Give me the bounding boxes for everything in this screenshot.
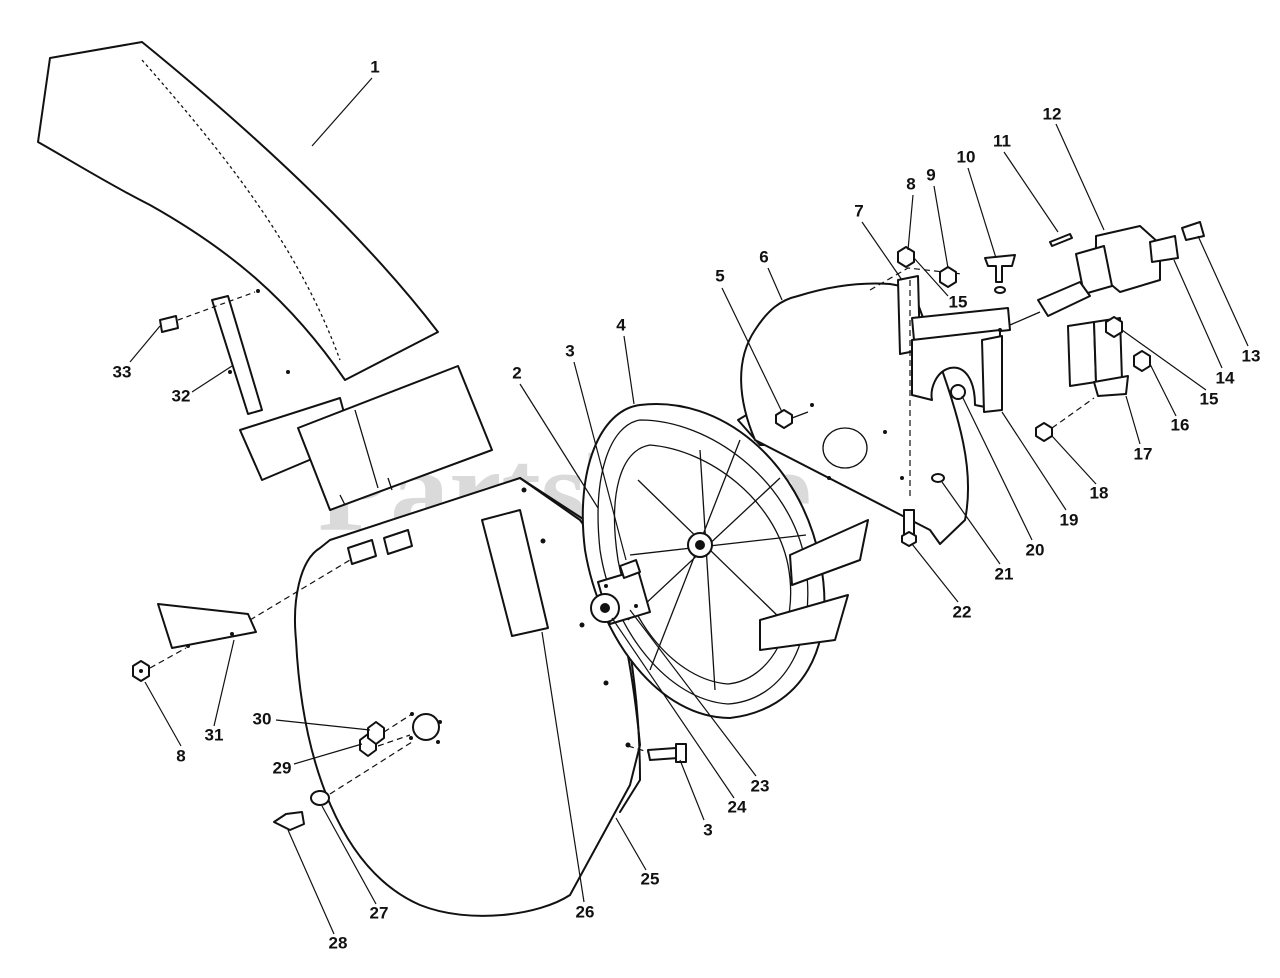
callout-6: 6 [759, 247, 768, 266]
callout-15: 15 [949, 292, 968, 311]
bracket-hardware [897, 246, 1016, 294]
nut-8-left [132, 647, 187, 682]
callout-22: 22 [953, 602, 972, 621]
mounting-bracket [869, 267, 1011, 500]
callout-8: 8 [906, 174, 915, 193]
callout-25: 25 [641, 869, 660, 888]
callout-4: 4 [616, 315, 626, 334]
bolt-3-lower [627, 743, 687, 763]
callout-24: 24 [728, 797, 747, 816]
bearing-flange [590, 569, 651, 625]
callout-1: 1 [370, 57, 379, 76]
callout-18: 18 [1090, 483, 1109, 502]
callout-9: 9 [926, 165, 935, 184]
gearbox-12 [1009, 221, 1205, 326]
bolt-22 [901, 473, 945, 547]
callout-19: 19 [1060, 510, 1079, 529]
callout-31: 31 [205, 725, 224, 744]
callout-15b: 15 [1200, 389, 1219, 408]
support-bracket-17 [1067, 316, 1151, 397]
callout-30: 30 [253, 709, 272, 728]
callout-3b: 3 [703, 820, 712, 839]
callout-11: 11 [993, 131, 1011, 150]
callout-28: 28 [329, 933, 348, 952]
callout-12: 12 [1043, 104, 1062, 123]
callout-5: 5 [715, 266, 724, 285]
callout-20: 20 [1026, 540, 1045, 559]
callout-labels: 1 2 3 3 4 5 6 7 8 8 9 10 11 12 13 14 15 … [113, 57, 1261, 952]
callout-26: 26 [576, 902, 595, 921]
washer-bolt-27-28 [273, 741, 413, 831]
callout-29: 29 [273, 758, 292, 777]
callout-3: 3 [565, 341, 574, 360]
nuts-29-30 [359, 713, 413, 757]
callout-2: 2 [512, 363, 521, 382]
screw-33 [159, 291, 256, 333]
callout-33: 33 [113, 362, 132, 381]
leader-lines [129, 77, 1249, 935]
callout-7: 7 [854, 201, 863, 220]
callout-8b: 8 [176, 746, 185, 765]
callout-16: 16 [1171, 415, 1190, 434]
callout-13: 13 [1242, 346, 1261, 365]
deflector-plate [157, 559, 351, 649]
callout-32: 32 [172, 386, 191, 405]
callout-10: 10 [957, 147, 976, 166]
discharge-chute [37, 41, 439, 381]
callout-21: 21 [995, 564, 1014, 583]
chute-adapter [239, 365, 493, 511]
bolt-5 [775, 409, 809, 429]
callout-14: 14 [1216, 368, 1235, 387]
blower-housing [294, 477, 641, 917]
chute-strap [211, 295, 263, 415]
callout-17: 17 [1134, 444, 1153, 463]
callout-27: 27 [370, 903, 389, 922]
bolt-3-upper [619, 559, 641, 579]
bolt-18 [1035, 397, 1095, 442]
shear-pin-11 [1049, 233, 1073, 247]
callout-23: 23 [751, 776, 770, 795]
